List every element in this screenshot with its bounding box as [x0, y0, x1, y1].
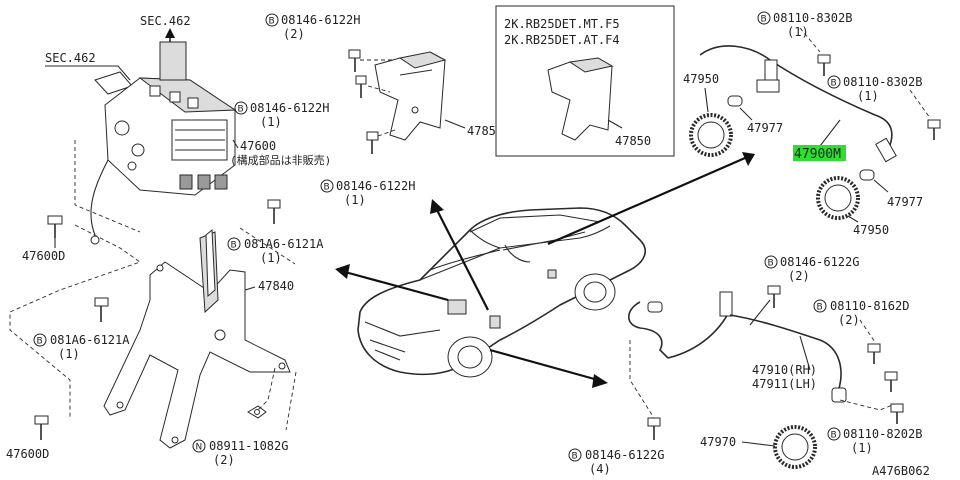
- bolt-081a6-left: [94, 297, 109, 322]
- svg-text:B: B: [768, 259, 774, 269]
- svg-text:(1): (1): [787, 25, 809, 39]
- svg-text:B: B: [831, 79, 837, 89]
- callout-08146-6122h-c: B 08146-6122H (1): [320, 179, 415, 207]
- sec462-top-label: SEC.462: [140, 14, 191, 28]
- svg-text:B: B: [831, 431, 837, 441]
- svg-text:(1): (1): [344, 193, 366, 207]
- svg-text:B: B: [324, 183, 330, 193]
- svg-text:08110-8202B: 08110-8202B: [843, 427, 922, 441]
- highlight-47900m: [793, 145, 846, 161]
- svg-text:(2): (2): [283, 27, 305, 41]
- svg-text:08911-1082G: 08911-1082G: [209, 439, 288, 453]
- part-47600d-bottom-label: 47600D: [6, 447, 49, 461]
- bracket-47840: 47840: [103, 228, 294, 449]
- abs-actuator-group: SEC.462 SEC.462 47600 (構成部品は非販売): [45, 14, 331, 245]
- svg-text:(1): (1): [851, 441, 873, 455]
- svg-text:08146-6122H: 08146-6122H: [281, 13, 360, 27]
- svg-text:08110-8302B: 08110-8302B: [773, 11, 852, 25]
- svg-text:081A6-6121A: 081A6-6121A: [244, 237, 324, 251]
- bolts-bracket-47850: [348, 49, 379, 154]
- svg-text:B: B: [37, 337, 43, 347]
- sensor-47977-bottom: 47977: [859, 169, 923, 209]
- variant-box: 2K.RB25DET.MT.F5 2K.RB25DET.AT.F4 47850: [495, 5, 675, 157]
- svg-text:(2): (2): [788, 269, 810, 283]
- bolt-47600d-top: 47600D: [22, 215, 65, 263]
- svg-text:08146-6122G: 08146-6122G: [585, 448, 664, 462]
- svg-text:B: B: [572, 452, 578, 462]
- front-sensor-harness: 47910(RH) 47911(LH): [627, 291, 847, 403]
- part-47911-label: 47911(LH): [752, 377, 817, 391]
- callout-08146-6122h-b: B 08146-6122H (1): [234, 101, 329, 129]
- part-47850-label: 47850: [467, 124, 503, 138]
- svg-text:08146-6122H: 08146-6122H: [336, 179, 415, 193]
- svg-text:(1): (1): [58, 347, 80, 361]
- bolt-081a6-right: [267, 199, 281, 224]
- svg-text:B: B: [231, 241, 237, 251]
- variant-part-label: 47850: [615, 134, 651, 148]
- nut-08911: [247, 405, 267, 419]
- svg-text:B: B: [817, 303, 823, 313]
- rear-sensor-harness: 47900M: [699, 45, 897, 163]
- callout-08110-8202b: B 08110-8202B (1): [827, 427, 922, 455]
- svg-text:(2): (2): [838, 313, 860, 327]
- svg-text:081A6-6121A: 081A6-6121A: [50, 333, 130, 347]
- svg-text:B: B: [761, 15, 767, 25]
- svg-text:08110-8302B: 08110-8302B: [843, 75, 922, 89]
- bracket-47850-main: 47850: [374, 51, 503, 141]
- sec462-left-label: SEC.462: [45, 51, 96, 65]
- svg-text:B: B: [269, 17, 275, 27]
- pointer-arrows: [335, 152, 755, 388]
- svg-text:(2): (2): [213, 453, 235, 467]
- callout-08110-8302b-a: B 08110-8302B (1): [757, 11, 852, 39]
- callout-081a6-6121a-left: B 081A6-6121A (1): [33, 333, 130, 361]
- part-47840-label: 47840: [258, 279, 294, 293]
- part-47977-bottom-label: 47977: [887, 195, 923, 209]
- tone-ring-47950-bottom: 47950: [816, 176, 889, 237]
- callout-08110-8162d: B 08110-8162D (2): [813, 299, 909, 327]
- svg-text:N: N: [196, 443, 203, 453]
- tone-ring-47970: 47970: [700, 425, 817, 469]
- part-47950-bottom-label: 47950: [853, 223, 889, 237]
- part-47900m-label[interactable]: 47900M: [794, 147, 841, 162]
- bolts-rear-harness: [817, 54, 941, 140]
- svg-text:08110-8162D: 08110-8162D: [830, 299, 909, 313]
- part-47910-label: 47910(RH): [752, 363, 817, 377]
- svg-text:(4): (4): [589, 462, 611, 476]
- callout-08146-6122h-a: B 08146-6122H (2): [265, 13, 360, 41]
- part-47600d-top-label: 47600D: [22, 249, 65, 263]
- bolt-47600d-bottom: 47600D: [6, 415, 49, 461]
- part-47950-top-label: 47950: [683, 72, 719, 86]
- tone-ring-47950-top: 47950: [683, 72, 733, 157]
- part-47600-label: 47600: [240, 139, 276, 153]
- callout-081a6-6121a-right: B 081A6-6121A (1): [227, 237, 324, 265]
- callout-08110-8302b-b: B 08110-8302B (1): [827, 75, 922, 103]
- svg-text:08146-6122H: 08146-6122H: [250, 101, 329, 115]
- bolts-front-harness: [647, 285, 904, 440]
- sensor-47977-top: 47977: [727, 95, 783, 135]
- part-47970-label: 47970: [700, 435, 736, 449]
- variant-line-1: 2K.RB25DET.MT.F5: [504, 17, 620, 31]
- svg-text:08146-6122G: 08146-6122G: [780, 255, 859, 269]
- svg-text:(1): (1): [260, 115, 282, 129]
- svg-text:(1): (1): [857, 89, 879, 103]
- svg-text:(1): (1): [260, 251, 282, 265]
- vehicle-illustration: [357, 207, 646, 378]
- callout-08146-6122g-b: B 08146-6122G (4): [568, 448, 664, 476]
- callout-08146-6122g-a: B 08146-6122G (2): [764, 255, 859, 283]
- part-47600-note: (構成部品は非販売): [230, 153, 331, 167]
- svg-text:B: B: [238, 105, 244, 115]
- part-47977-top-label: 47977: [747, 121, 783, 135]
- drawing-number: A476B062: [872, 464, 930, 478]
- callout-08911-1082g: N 08911-1082G (2): [192, 439, 288, 467]
- variant-line-2: 2K.RB25DET.AT.F4: [504, 33, 620, 47]
